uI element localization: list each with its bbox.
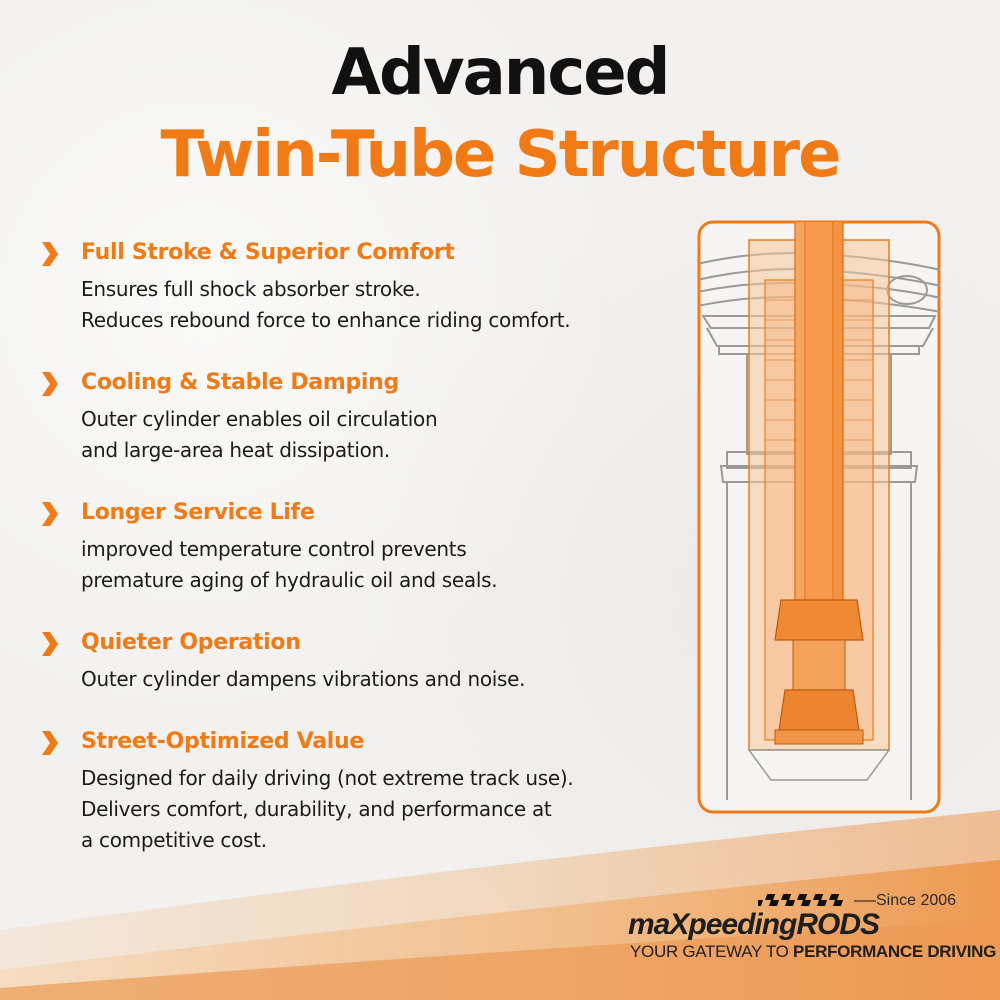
feature-item: Cooling & Stable Damping Outer cylinder … (40, 366, 680, 466)
feature-desc-line: Designed for daily driving (not extreme … (81, 766, 574, 790)
feature-item: Quieter Operation Outer cylinder dampens… (40, 626, 680, 695)
feature-list: Full Stroke & Superior Comfort Ensures f… (40, 236, 680, 856)
decorative-bottom-band (0, 810, 1000, 1000)
chevron-right-icon (42, 632, 58, 656)
feature-desc-line: and large-area heat dissipation. (81, 438, 390, 462)
brand-tagline-bold: PERFORMANCE DRIVING (793, 942, 997, 961)
feature-desc-line: Outer cylinder enables oil circulation (81, 407, 438, 431)
page-title-line1: Advanced (331, 36, 671, 110)
brand-logo: Since 2006 maXpeedingRODS YOUR GATEWAY T… (618, 880, 996, 970)
feature-desc-line: Delivers comfort, durability, and perfor… (81, 797, 552, 821)
feature-title: Quieter Operation (81, 630, 301, 655)
twin-tube-shock-diagram (697, 220, 941, 814)
brand-since: Since 2006 (876, 892, 957, 909)
chevron-right-icon (42, 242, 58, 266)
brand-tagline: YOUR GATEWAY TO PERFORMANCE DRIVING (630, 942, 996, 962)
feature-desc-line: improved temperature control prevents (81, 537, 467, 561)
feature-desc-line: Outer cylinder dampens vibrations and no… (81, 667, 526, 691)
feature-title: Full Stroke & Superior Comfort (81, 240, 455, 265)
feature-desc-line: premature aging of hydraulic oil and sea… (81, 568, 498, 592)
chevron-right-icon (42, 502, 58, 526)
page-title-line2: Twin-Tube Structure (160, 118, 842, 192)
feature-item: Full Stroke & Superior Comfort Ensures f… (40, 236, 680, 336)
chevron-right-icon (42, 731, 58, 755)
feature-item: Longer Service Life improved temperature… (40, 496, 680, 596)
brand-tagline-prefix: YOUR GATEWAY TO (630, 942, 794, 961)
feature-desc-line: Reduces rebound force to enhance riding … (81, 308, 571, 332)
feature-item: Street-Optimized Value Designed for dail… (40, 725, 680, 856)
brand-name: maXpeedingRODS (628, 908, 880, 941)
feature-desc-line: Ensures full shock absorber stroke. (81, 277, 421, 301)
chevron-right-icon (42, 372, 58, 396)
feature-title: Longer Service Life (81, 500, 315, 525)
feature-title: Cooling & Stable Damping (81, 370, 399, 395)
feature-desc-line: a competitive cost. (81, 828, 267, 852)
checkered-flag-icon (758, 894, 876, 906)
feature-title: Street-Optimized Value (81, 729, 364, 754)
